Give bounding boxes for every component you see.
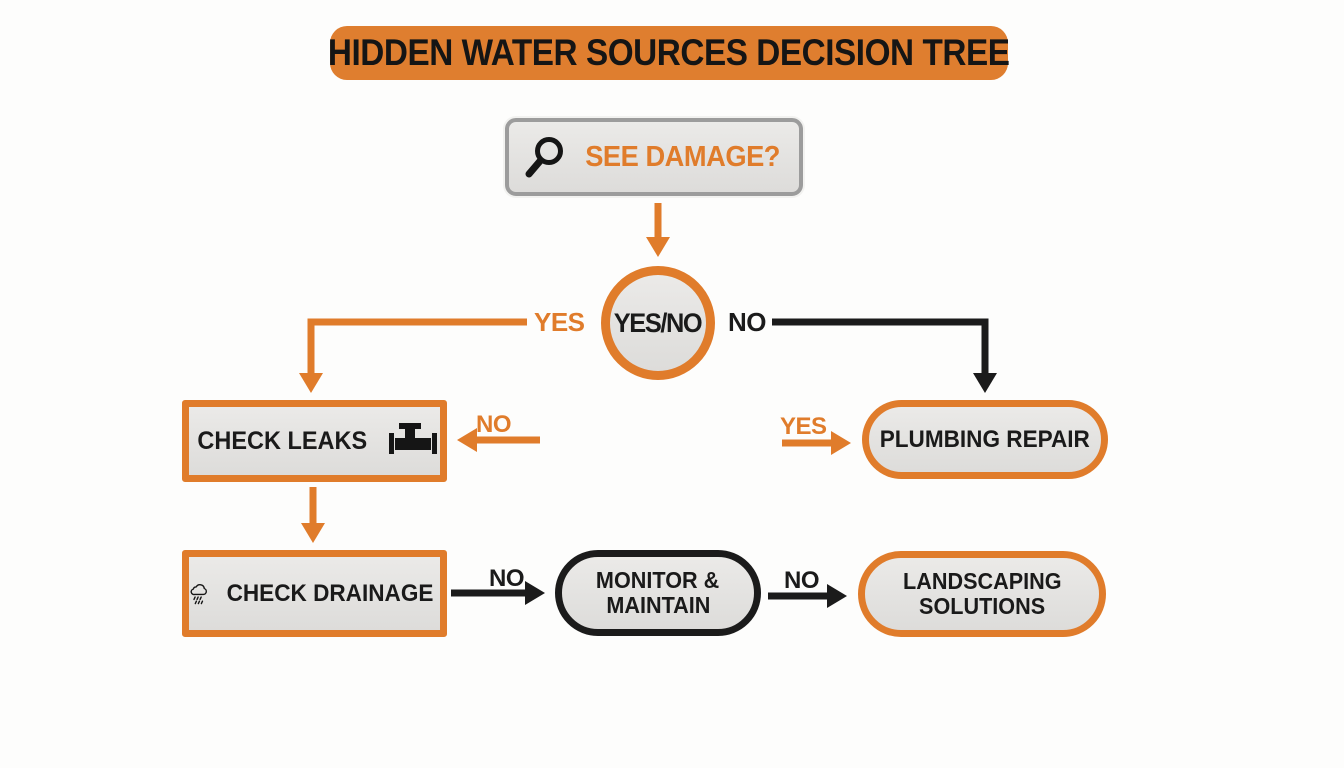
node-see-damage: SEE DAMAGE? bbox=[505, 118, 803, 196]
edge-label-no-right: NO bbox=[728, 307, 767, 337]
valve-icon bbox=[388, 423, 437, 454]
edge-label-no-check-leaks: NO bbox=[476, 411, 512, 438]
check-leaks-label: CHECK LEAKS bbox=[197, 426, 368, 455]
node-landscaping-solutions: LANDSCAPING SOLUTIONS bbox=[858, 551, 1106, 637]
edge-label-yes-left: YES bbox=[534, 307, 585, 337]
edge-label-no-landscaping: NO bbox=[784, 567, 820, 594]
monitor-maintain-label-line2: MAINTAIN bbox=[605, 592, 711, 618]
node-check-drainage: CHECK DRAINAGE bbox=[182, 550, 447, 637]
plumbing-repair-label: PLUMBING REPAIR bbox=[879, 425, 1091, 453]
edge-decision-to-plumbing-repair bbox=[772, 318, 997, 393]
node-check-leaks: CHECK LEAKS bbox=[182, 400, 447, 482]
edge-see-damage-to-decision bbox=[646, 203, 670, 257]
magnifier-icon bbox=[525, 137, 563, 178]
page-title: HIDDEN WATER SOURCES DECISION TREE bbox=[328, 32, 1010, 73]
landscaping-label-line2: SOLUTIONS bbox=[918, 593, 1046, 619]
edge-monitor-to-landscaping bbox=[768, 584, 847, 608]
node-monitor-maintain: MONITOR & MAINTAIN bbox=[555, 550, 761, 636]
node-yes-no-decision: YES/NO bbox=[601, 266, 715, 380]
monitor-maintain-label-line1: MONITOR & bbox=[596, 566, 720, 593]
landscaping-label-line1: LANDSCAPING bbox=[902, 567, 1062, 594]
edge-no-into-check-leaks bbox=[457, 428, 540, 452]
node-plumbing-repair: PLUMBING REPAIR bbox=[862, 400, 1108, 479]
edge-label-yes-plumbing: YES bbox=[780, 413, 827, 440]
decision-label: YES/NO bbox=[614, 307, 703, 338]
edge-yes-into-plumbing-repair bbox=[782, 431, 851, 455]
edge-decision-to-check-leaks bbox=[299, 318, 527, 393]
title-banner: HIDDEN WATER SOURCES DECISION TREE bbox=[328, 26, 1010, 80]
check-drainage-label: CHECK DRAINAGE bbox=[226, 579, 434, 607]
see-damage-label: SEE DAMAGE? bbox=[585, 140, 780, 173]
edge-check-drainage-to-monitor bbox=[451, 581, 545, 605]
edge-label-no-monitor: NO bbox=[489, 565, 525, 592]
rain-cloud-icon bbox=[190, 583, 207, 604]
edge-check-leaks-to-check-drainage bbox=[301, 487, 325, 543]
